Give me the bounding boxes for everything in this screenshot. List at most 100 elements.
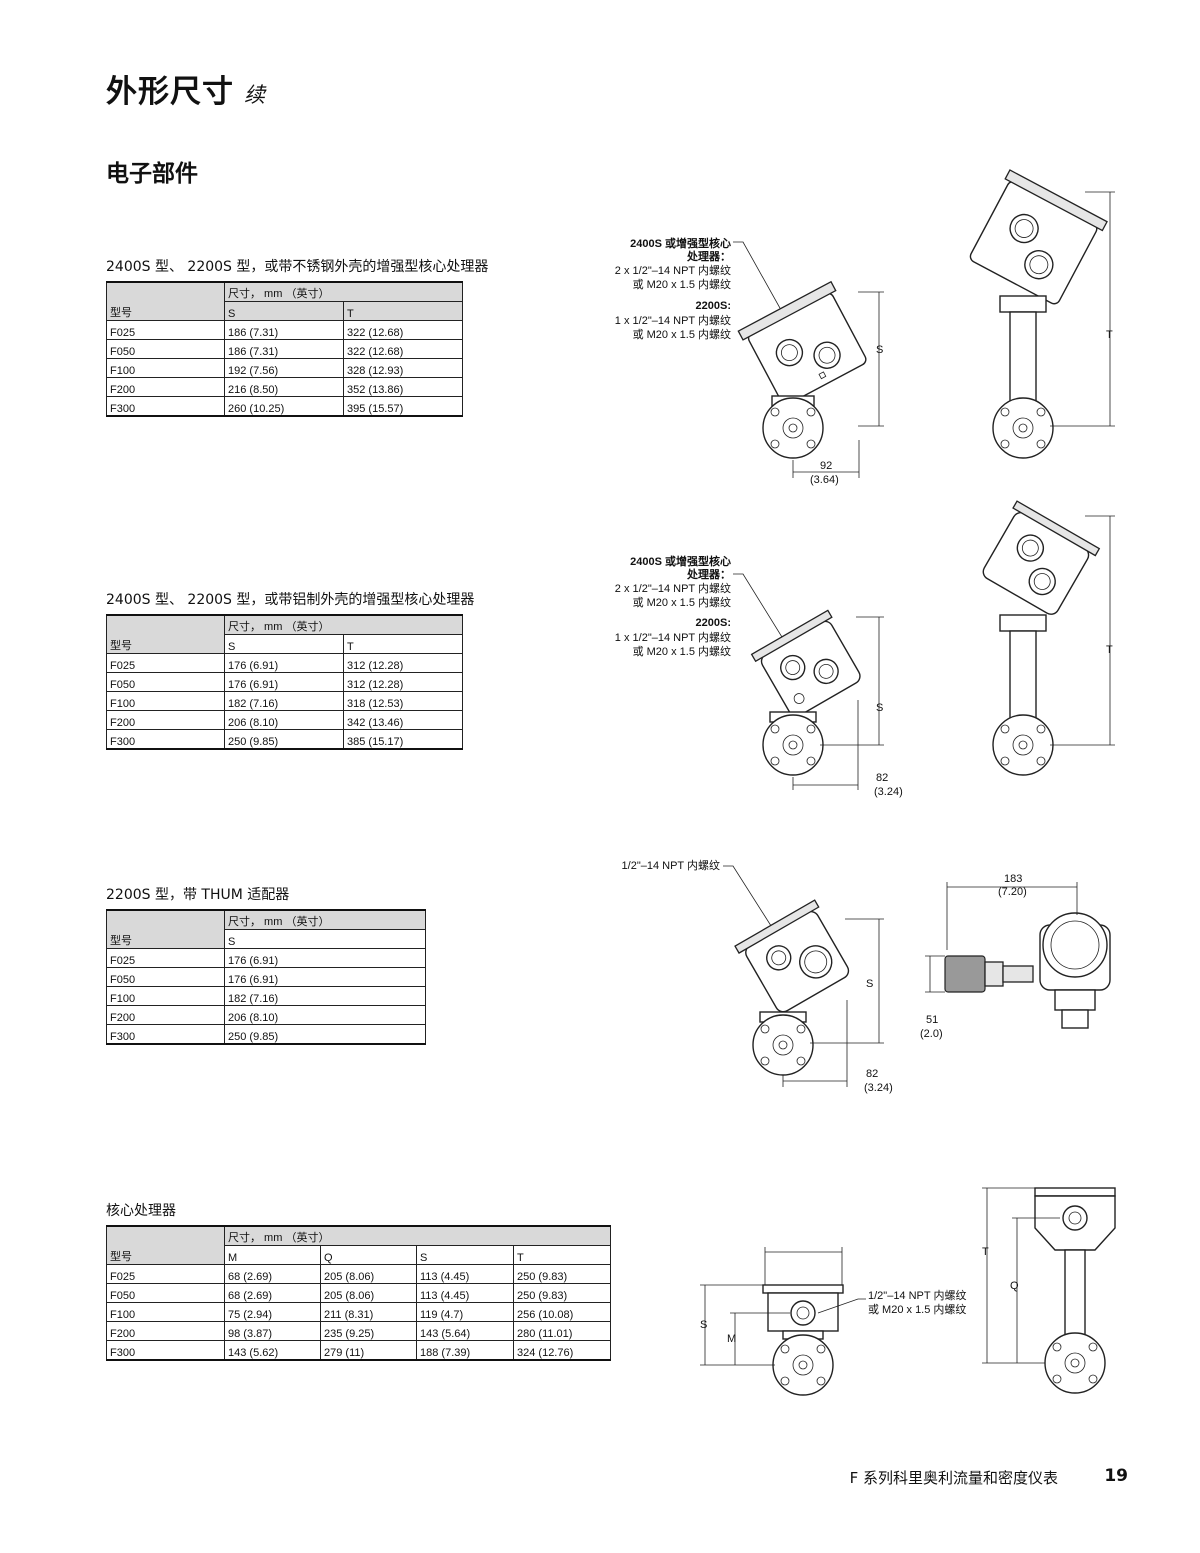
dimension-label-length-inch: (7.20) xyxy=(998,886,1027,898)
drawing-note-title: 2200S: xyxy=(695,617,731,629)
dimension-label-width: 92 xyxy=(820,460,833,472)
page-title: 外形尺寸续 xyxy=(106,74,266,110)
drawing-note: 1/2"–14 NPT 内螺纹 xyxy=(621,860,720,872)
table-caption: 2400S 型、 2200S 型，或带不锈钢外壳的增强型核心处理器 xyxy=(106,259,489,275)
drawing-note: 或 M20 x 1.5 内螺纹 xyxy=(868,1304,967,1316)
drawing-note: 或 M20 x 1.5 内螺纹 xyxy=(632,597,731,609)
column-header: M xyxy=(224,1245,321,1265)
dimension-label-height-inch: (2.0) xyxy=(920,1028,943,1040)
table-caption: 核心处理器 xyxy=(106,1203,176,1219)
table-caption: 2200S 型，带 THUM 适配器 xyxy=(106,887,290,903)
value-cell: 385 (15.17) xyxy=(342,729,464,750)
value-cell: 324 (12.76) xyxy=(512,1340,612,1361)
dimension-label-width-inch: (3.24) xyxy=(874,786,903,798)
dimension-group-header: 尺寸， mm （英寸） xyxy=(224,909,426,930)
drawing-note-title: 处理器： xyxy=(687,251,731,263)
value-cell: 206 (8.10) xyxy=(224,1005,426,1025)
value-cell: 395 (15.57) xyxy=(342,396,464,417)
dimension-label-height: 51 xyxy=(926,1014,939,1026)
drawing-note: 或 M20 x 1.5 内螺纹 xyxy=(632,646,731,658)
dimension-group-header: 尺寸， mm （英寸） xyxy=(223,1225,612,1246)
drawing-note: 1/2"–14 NPT 内螺纹 xyxy=(868,1290,967,1302)
dimension-label-t: T xyxy=(1106,644,1113,656)
model-header: 型号 xyxy=(106,614,225,654)
value-cell: 260 (10.25) xyxy=(224,396,344,417)
value-cell: 188 (7.39) xyxy=(416,1340,514,1361)
page-title-suffix: 续 xyxy=(244,83,266,107)
column-header: S xyxy=(224,929,426,949)
drawing-note-title: 2400S 或增强型核心 xyxy=(630,556,731,568)
dimension-label-width: 82 xyxy=(876,772,889,784)
dimension-group-header: 尺寸， mm （英寸） xyxy=(223,281,464,302)
value-cell: 235 (9.25) xyxy=(320,1321,417,1341)
value-cell: 280 (11.01) xyxy=(512,1321,612,1341)
drawing-note-title: 处理器： xyxy=(687,569,731,581)
model-cell: F200 xyxy=(106,1005,225,1025)
model-header: 型号 xyxy=(106,1225,225,1265)
drawing-note: 2 x 1/2"–14 NPT 内螺纹 xyxy=(614,583,731,595)
column-header: S xyxy=(224,301,344,321)
value-cell: 279 (11) xyxy=(320,1340,417,1361)
dimension-label-width: 82 xyxy=(866,1068,879,1080)
dimension-label-q: Q xyxy=(1010,1280,1019,1292)
dimension-label-s: S xyxy=(866,978,874,990)
model-header: 型号 xyxy=(106,281,225,321)
drawing-note-title: 2400S 或增强型核心 xyxy=(630,238,731,250)
dimension-label-width-inch: (3.64) xyxy=(810,474,839,486)
model-cell: F300 xyxy=(106,729,225,750)
dimension-label-s: S xyxy=(876,702,884,714)
footer-product-name: F 系列科里奥利流量和密度仪表 xyxy=(849,1469,1058,1487)
page-number: 19 xyxy=(1104,1466,1128,1486)
dimension-label-length: 183 xyxy=(1004,873,1023,885)
value-cell: 250 (9.85) xyxy=(224,1024,426,1045)
drawing-note: 1 x 1/2"–14 NPT 内螺纹 xyxy=(614,315,731,327)
drawing-note: 1 x 1/2"–14 NPT 内螺纹 xyxy=(614,632,731,644)
value-cell: 206 (8.10) xyxy=(224,710,344,730)
value-cell: 342 (13.46) xyxy=(342,710,464,730)
column-header: Q xyxy=(320,1245,417,1265)
table-caption: 2400S 型、 2200S 型，或带铝制外壳的增强型核心处理器 xyxy=(106,592,475,608)
column-header: S xyxy=(416,1245,514,1265)
drawing-note: 或 M20 x 1.5 内螺纹 xyxy=(632,279,731,291)
dimension-label-width-inch: (3.24) xyxy=(864,1082,893,1094)
dimension-label-t: T xyxy=(1106,329,1113,341)
dimension-label-s: S xyxy=(700,1319,708,1331)
value-cell: 250 (9.85) xyxy=(224,729,344,750)
drawing-note-title: 2200S: xyxy=(695,300,731,312)
drawing-note: 2 x 1/2"–14 NPT 内螺纹 xyxy=(614,265,731,277)
dimension-label-s: S xyxy=(876,344,884,356)
column-header: T xyxy=(512,1245,612,1265)
value-cell: 216 (8.50) xyxy=(224,377,344,397)
dimension-label-t: T xyxy=(982,1246,989,1258)
dimension-label-m: M xyxy=(727,1333,737,1345)
column-header: T xyxy=(342,301,464,321)
value-cell: 143 (5.64) xyxy=(416,1321,514,1341)
model-header: 型号 xyxy=(106,909,225,949)
model-cell: F300 xyxy=(106,1340,225,1361)
column-header: T xyxy=(342,634,464,654)
